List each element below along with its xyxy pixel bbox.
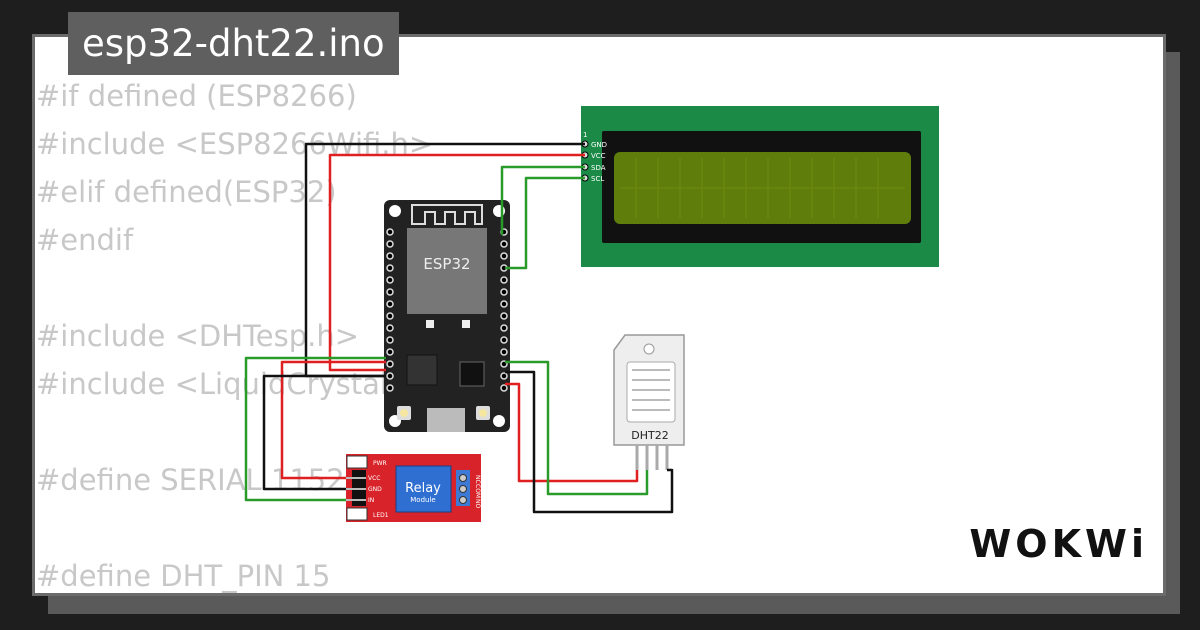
code-line: #include <DHTesp.h> xyxy=(36,319,360,353)
wire-dht-vcc[interactable] xyxy=(505,382,639,483)
code-line: #define DHT_PIN 15 xyxy=(36,559,331,593)
dht22-label: DHT22 xyxy=(631,429,668,442)
lcd-pin-gnd: GND xyxy=(591,141,607,149)
page-title: esp32-dht22.ino xyxy=(68,12,399,75)
relay-pin-in: IN xyxy=(368,497,374,504)
relay-pin-com: COM xyxy=(474,484,481,498)
lcd-display[interactable]: 1 GND VCC SDA SCL xyxy=(581,106,939,267)
lcd-pin-vcc: VCC xyxy=(591,152,606,160)
esp32-label: ESP32 xyxy=(423,255,470,273)
code-line: #if defined (ESP8266) xyxy=(36,79,357,113)
wires xyxy=(244,142,674,514)
relay-subtitle: Module xyxy=(410,496,435,504)
lcd-pin-scl: SCL xyxy=(591,175,604,183)
wire-lcd-sda[interactable] xyxy=(500,165,585,235)
wire-lcd-vcc[interactable] xyxy=(328,153,585,372)
dht22-sensor[interactable]: DHT22 xyxy=(613,334,685,470)
relay-pin-nc: NC xyxy=(474,475,481,484)
relay-pin-vcc: VCC xyxy=(368,475,380,482)
relay-module[interactable]: PWR LED1 VCC GND IN Relay Module NC COM … xyxy=(345,454,481,522)
code-line: #endif xyxy=(36,223,134,257)
relay-pin-gnd: GND xyxy=(368,486,382,493)
wire-relay-gnd[interactable] xyxy=(262,374,386,491)
relay-pin-no: NO xyxy=(474,499,481,508)
wokwi-logo: WOKWi xyxy=(969,522,1148,566)
wire-relay-in[interactable] xyxy=(244,356,386,502)
wire-relay-vcc[interactable] xyxy=(280,360,386,480)
relay-title: Relay xyxy=(405,481,441,496)
relay-pwr-label: PWR xyxy=(373,460,387,467)
wire-lcd-scl[interactable] xyxy=(505,176,585,270)
esp32-board[interactable]: ESP32 xyxy=(384,200,510,432)
code-line: #elif defined(ESP32) xyxy=(36,175,337,209)
wire-dht-gnd[interactable] xyxy=(505,370,674,514)
esp32-pins xyxy=(386,228,508,392)
lcd-pin-one-label: 1 xyxy=(583,131,587,139)
relay-led-label: LED1 xyxy=(373,512,389,519)
wire-dht-data[interactable] xyxy=(505,360,649,496)
lcd-pin-sda: SDA xyxy=(591,164,606,172)
